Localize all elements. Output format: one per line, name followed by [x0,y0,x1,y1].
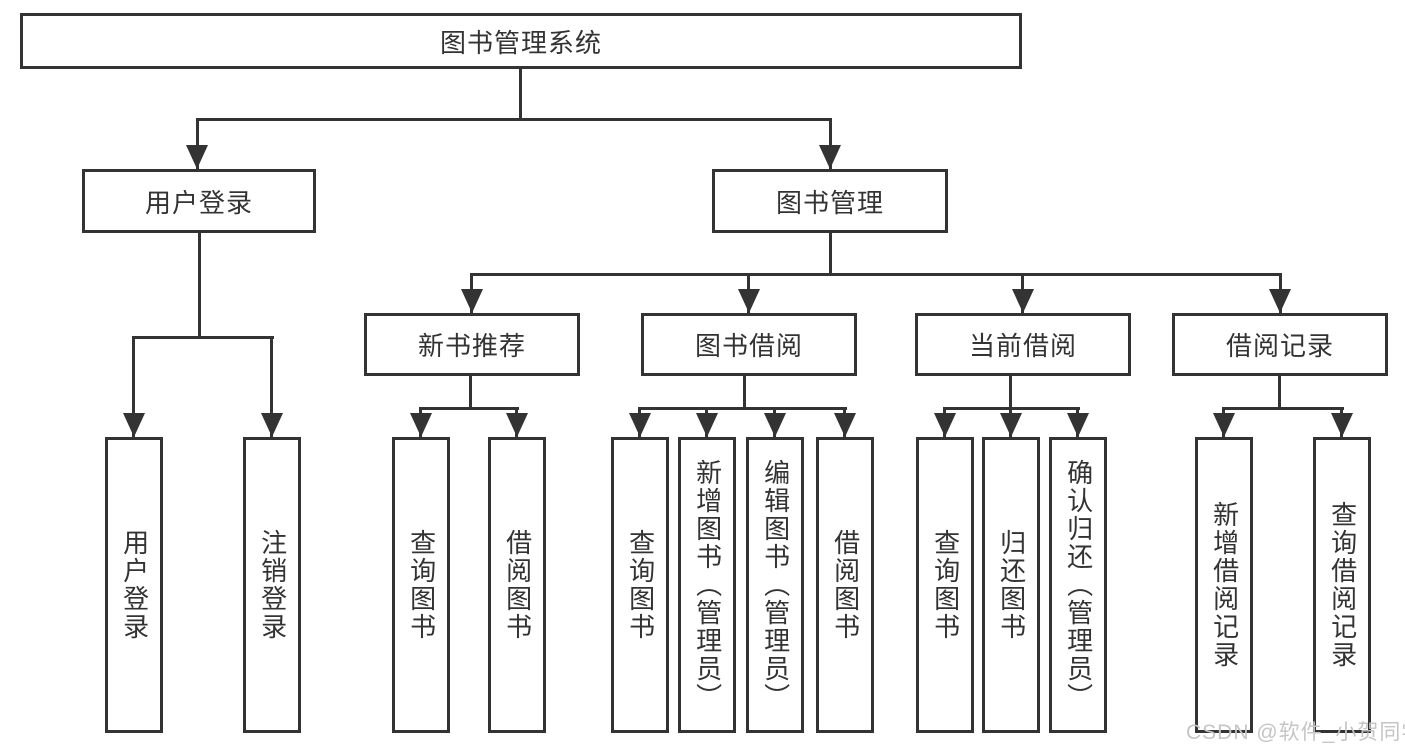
connector-line [829,118,832,169]
arrow-down-icon [461,289,483,313]
node-borrowing-records: 借阅记录 [1172,313,1388,376]
node-label: 新增图书（管理员） [692,459,723,711]
arrow-down-icon [934,413,956,437]
node-label: 归还图书 [996,529,1027,641]
arrow-down-icon [629,413,651,437]
connector-line [1278,376,1281,407]
arrow-down-icon [1269,289,1291,313]
arrow-down-icon [1067,413,1089,437]
connector-line [519,69,522,118]
node-label: 用户登录 [144,187,253,218]
arrow-down-icon [123,413,145,437]
leaf-recommend-query-books: 查询图书 [392,437,450,733]
node-label: 用户登录 [119,529,150,641]
leaf-borrowing-borrow-books: 借阅图书 [816,437,874,733]
node-label: 确认归还（管理员） [1063,459,1094,711]
node-label: 注销登录 [257,529,288,641]
connector-line [132,336,135,437]
arrow-down-icon [1213,413,1235,437]
node-label: 查询借阅记录 [1327,501,1358,669]
connector-line [132,336,274,339]
arrow-down-icon [1000,413,1022,437]
connector-line [196,118,832,121]
leaf-logout: 注销登录 [243,437,301,733]
leaf-records-query-record: 查询借阅记录 [1313,437,1371,733]
arrow-down-icon [764,413,786,437]
leaf-recommend-borrow-books: 借阅图书 [488,437,546,733]
leaf-borrowing-add-books: 新增图书（管理员） [678,437,736,733]
connector-line [469,376,472,407]
connector-line [638,407,847,410]
node-current-borrowing: 当前借阅 [915,313,1131,376]
connector-line [419,407,519,410]
node-label: 图书管理系统 [439,27,602,58]
node-new-book-recommend: 新书推荐 [364,313,580,376]
connector-line [1222,407,1344,410]
leaf-borrowing-query-books: 查询图书 [611,437,669,733]
connector-line [829,233,832,273]
node-label: 查询图书 [625,529,656,641]
node-label: 图书借阅 [694,331,803,361]
arrow-down-icon [834,413,856,437]
arrow-down-icon [1331,413,1353,437]
leaf-user-login: 用户登录 [105,437,163,733]
node-label: 查询图书 [406,529,437,641]
node-book-borrowing: 图书借阅 [641,313,857,376]
leaf-current-confirm-return: 确认归还（管理员） [1049,437,1107,733]
leaf-current-return-books: 归还图书 [982,437,1040,733]
arrow-down-icon [410,413,432,437]
node-root: 图书管理系统 [20,13,1022,69]
node-label: 图书管理 [775,187,884,218]
arrow-down-icon [261,413,283,437]
arrow-down-icon [738,289,760,313]
node-book-management: 图书管理 [712,169,948,233]
arrow-down-icon [819,145,841,169]
arrow-down-icon [1012,289,1034,313]
csdn-watermark: CSDN @软件_小贺同学 [1186,721,1405,744]
arrow-down-icon [506,413,528,437]
connector-line [196,118,199,169]
node-label: 新增借阅记录 [1209,501,1240,669]
node-label: 当前借阅 [968,331,1077,361]
connector-line [270,336,273,437]
node-label: 借阅记录 [1225,331,1334,361]
leaf-records-add-record: 新增借阅记录 [1195,437,1253,733]
node-label: 查询图书 [930,529,961,641]
connector-line [198,233,201,336]
connector-line [1009,376,1012,407]
node-label: 借阅图书 [830,529,861,641]
node-label: 借阅图书 [502,529,533,641]
connector-line [470,273,1282,276]
leaf-current-query-books: 查询图书 [916,437,974,733]
node-label: 编辑图书（管理员） [760,459,791,711]
connector-line [743,376,746,407]
node-user-login: 用户登录 [82,169,316,233]
leaf-borrowing-edit-books: 编辑图书（管理员） [746,437,804,733]
arrow-down-icon [186,145,208,169]
arrow-down-icon [696,413,718,437]
node-label: 新书推荐 [417,331,526,361]
